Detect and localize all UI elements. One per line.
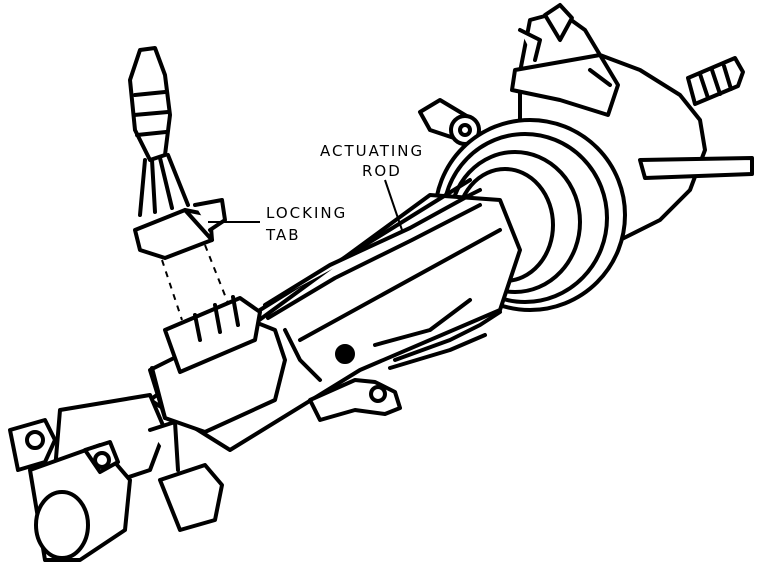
lower-column-end — [8, 393, 224, 562]
actuating-rod-label-line2: ROD — [362, 162, 402, 180]
locking-tab-label-line1: LOCKING — [266, 204, 347, 222]
locking-tab-label-line2: TAB — [265, 226, 301, 244]
lower-bracket — [283, 310, 502, 422]
threaded-shaft — [686, 56, 745, 106]
connector-plug — [133, 198, 227, 260]
callout-leaders — [208, 179, 403, 231]
pivot-pin — [418, 98, 481, 146]
upper-housing — [510, 3, 707, 242]
ignition-switch — [148, 295, 287, 434]
actuating-rod-label-line1: ACTUATING — [320, 142, 424, 160]
wiring-harness — [128, 46, 190, 217]
locking-tab-callout: LOCKING TAB — [265, 204, 347, 244]
alignment-lines — [161, 244, 229, 321]
actuating-rod-leader — [384, 179, 403, 231]
actuating-rod-callout: ACTUATING ROD — [320, 142, 424, 180]
actuating-rod — [263, 188, 482, 320]
side-rod — [638, 156, 754, 180]
